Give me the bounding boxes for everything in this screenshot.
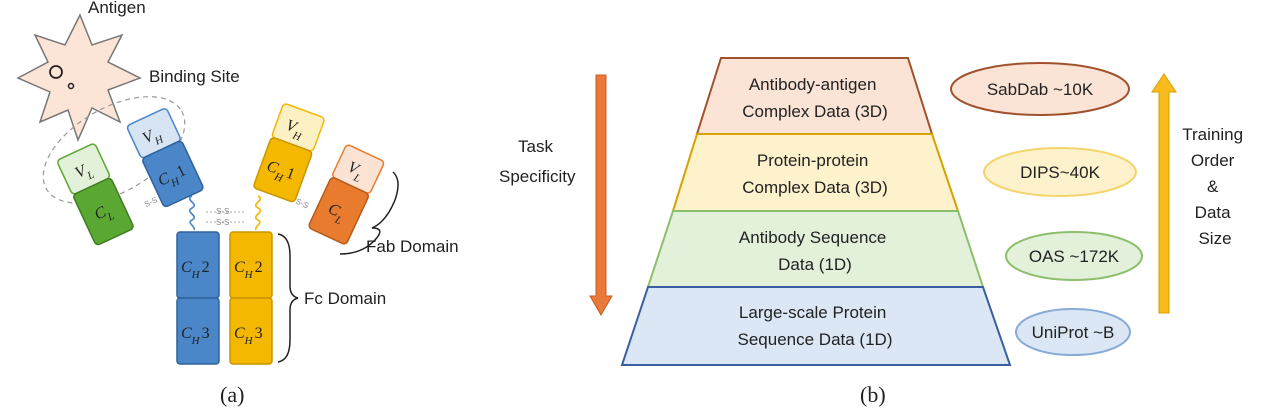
tier-protein-sequence	[620, 286, 1012, 366]
hinge-left	[188, 195, 196, 231]
dataset-oas-label: OAS ~172K	[1029, 247, 1120, 266]
tier-3-label: Antibody Sequence Data (1D)	[739, 228, 891, 274]
ch1-domain-right	[253, 137, 313, 203]
ch3-domain-right	[229, 297, 273, 365]
left-heavy-fab: VH CH1	[126, 108, 204, 208]
caption-a: (a)	[220, 382, 244, 407]
tier-antibody-sequence	[646, 210, 985, 288]
right-light-chain: VL CL	[308, 144, 385, 245]
dataset-uniprot	[1015, 308, 1131, 356]
caption-b: (b)	[860, 382, 886, 407]
binding-site-ellipse	[42, 96, 186, 204]
task-specificity-arrow	[589, 74, 613, 316]
hinge-right	[254, 195, 262, 231]
dataset-oas	[1005, 231, 1143, 281]
ch3-domain-left	[176, 297, 220, 365]
binding-site-label: Binding Site	[149, 67, 240, 86]
dataset-dips-label: DIPS~40K	[1020, 163, 1101, 182]
dataset-sabdab	[950, 62, 1130, 116]
tier-antibody-antigen	[695, 57, 934, 135]
dataset-uniprot-label: UniProt ~B	[1032, 323, 1115, 342]
task-specificity-label-1: Task	[518, 137, 553, 156]
tier-4-label: Large-scale Protein Sequence Data (1D)	[738, 303, 893, 349]
dataset-dips	[983, 147, 1137, 197]
left-light-chain: VL CL	[57, 143, 134, 246]
disulfide-label-3: S-S	[143, 195, 159, 209]
panel-a: Antigen Binding Site VL CL VH CH1 VH CH1	[16, 0, 459, 407]
fab-domain-brace	[339, 171, 399, 255]
disulfide-label-1: S-S	[216, 207, 229, 216]
cl-label-right: CL	[323, 200, 348, 227]
right-heavy-fab: VH CH1	[253, 103, 325, 203]
fab-domain-label: Fab Domain	[366, 237, 459, 256]
disulfide-label-2: S-S	[216, 218, 229, 227]
antigen-label: Antigen	[88, 0, 146, 17]
antigen-spot-large	[49, 65, 63, 79]
training-order-arrow	[1151, 73, 1177, 314]
dataset-sabdab-label: SabDab ~10K	[987, 80, 1094, 99]
cl-domain-right	[308, 177, 370, 245]
antigen-spot-small	[67, 82, 75, 90]
cl-domain-left	[73, 177, 134, 246]
fc-domain-brace	[277, 233, 299, 363]
panel-b: Task Specificity Antibody-antigen Comple…	[499, 57, 1248, 407]
antigen-star	[16, 13, 142, 143]
fc-domain-label: Fc Domain	[304, 289, 386, 308]
training-order-label: Training Order & Data Size	[1182, 125, 1248, 248]
tier-1-label: Antibody-antigen Complex Data (3D)	[742, 75, 888, 121]
task-specificity-label-2: Specificity	[499, 167, 576, 186]
disulfide-label-4: S-S	[294, 197, 310, 211]
ch1-domain-left	[142, 140, 204, 208]
tier-2-label: Protein-protein Complex Data (3D)	[742, 151, 888, 197]
tier-protein-protein	[671, 133, 960, 212]
vl-label-right: VL	[343, 159, 367, 186]
